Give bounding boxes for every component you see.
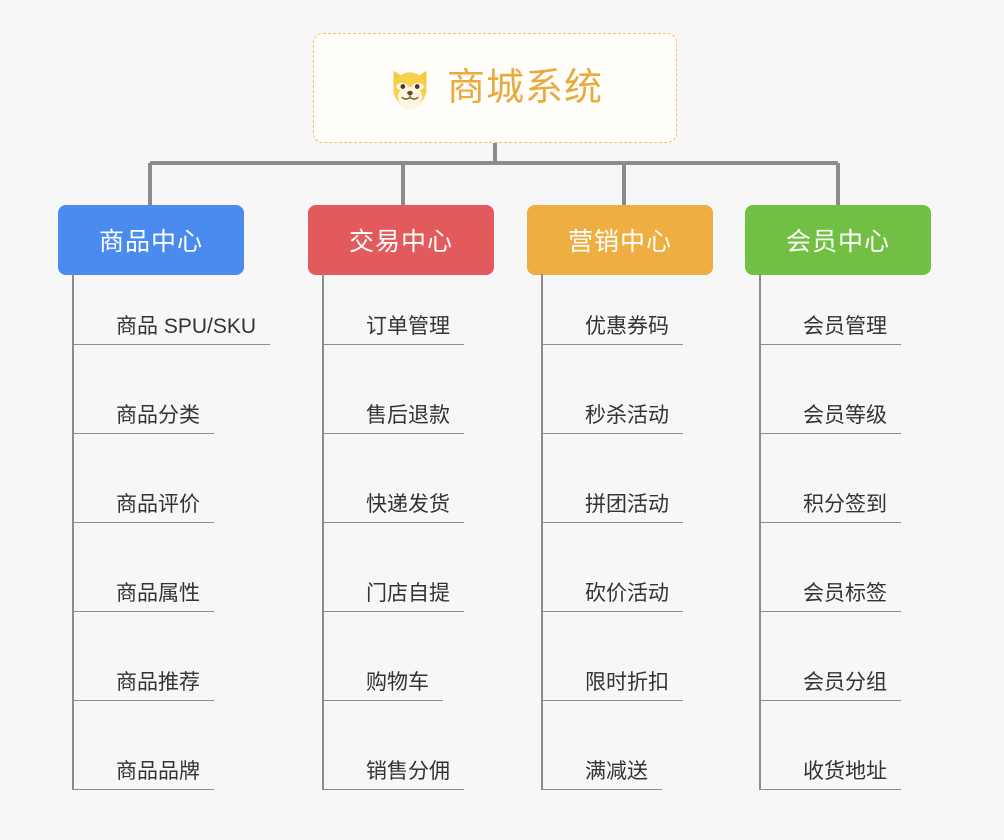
leaf-item-underline [541,789,662,790]
root-title: 商城系统 [446,67,603,109]
leaf-item-underline [759,789,901,790]
leaf-item[interactable]: 砍价活动 [541,523,683,612]
leaf-item-label: 会员等级 [803,404,887,427]
leaf-item[interactable]: 商品分类 [72,345,214,434]
leaf-item[interactable]: 销售分佣 [322,701,464,790]
leaf-item-label: 商品 SPU/SKU [116,315,257,338]
leaf-rail [322,274,324,790]
leaf-item-label: 限时折扣 [585,671,669,694]
leaf-item-underline [541,700,683,701]
leaf-item[interactable]: 积分签到 [759,434,901,523]
leaf-item-underline [72,522,214,523]
leaf-item[interactable]: 商品属性 [72,523,214,612]
leaf-item-label: 积分签到 [803,493,887,516]
leaf-item-underline [759,433,901,434]
leaf-rail [541,274,543,790]
leaf-item-underline [759,611,901,612]
category-label: 交易中心 [348,228,453,256]
leaf-item-label: 会员管理 [803,315,887,338]
leaf-item[interactable]: 拼团活动 [541,434,683,523]
leaf-item-label: 商品推荐 [116,671,200,694]
category-label: 会员中心 [785,228,890,256]
category-box-trade-center[interactable]: 交易中心 [308,205,494,275]
leaf-item-underline [541,433,683,434]
leaf-item-underline [759,700,901,701]
leaf-item-underline [72,700,214,701]
leaf-item-label: 满减送 [585,760,648,783]
leaf-item[interactable]: 快递发货 [322,434,464,523]
leaf-item[interactable]: 售后退款 [322,345,464,434]
leaf-item-underline [322,433,464,434]
leaf-item[interactable]: 商品品牌 [72,701,214,790]
leaf-item-label: 销售分佣 [366,760,450,783]
leaf-item-underline [322,700,443,701]
leaf-item-underline [72,789,214,790]
leaf-item-underline [541,611,683,612]
leaf-item-underline [72,344,270,345]
leaf-rail [759,274,761,790]
leaf-item-label: 优惠券码 [585,315,669,338]
leaf-item-label: 商品分类 [116,404,200,427]
leaf-item[interactable]: 秒杀活动 [541,345,683,434]
leaf-item-label: 会员分组 [803,671,887,694]
leaf-item[interactable]: 限时折扣 [541,612,683,701]
leaf-item-label: 商品属性 [116,582,200,605]
leaf-item[interactable]: 商品 SPU/SKU [72,256,270,345]
leaf-item-underline [322,522,464,523]
leaf-item-underline [541,344,683,345]
leaf-item[interactable]: 满减送 [541,701,662,790]
leaf-item[interactable]: 订单管理 [322,256,464,345]
leaf-item[interactable]: 优惠券码 [541,256,683,345]
root-node[interactable]: 商城系统 [313,33,677,143]
leaf-item[interactable]: 会员分组 [759,612,901,701]
category-label: 营销中心 [567,228,672,256]
category-label: 商品中心 [98,228,203,256]
leaf-item[interactable]: 会员标签 [759,523,901,612]
leaf-item[interactable]: 购物车 [322,612,443,701]
leaf-item-label: 购物车 [366,671,429,694]
leaf-item-label: 砍价活动 [585,582,669,605]
category-box-product-center[interactable]: 商品中心 [58,205,244,275]
leaf-item-underline [72,611,214,612]
leaf-item[interactable]: 商品评价 [72,434,214,523]
leaf-item-label: 售后退款 [366,404,450,427]
leaf-rail [72,274,74,790]
leaf-item-underline [322,611,464,612]
leaf-item[interactable]: 商品推荐 [72,612,214,701]
leaf-item-label: 订单管理 [366,315,450,338]
category-box-member-center[interactable]: 会员中心 [745,205,931,275]
leaf-item-label: 门店自提 [366,582,450,605]
leaf-item-underline [322,789,464,790]
shiba-dog-icon [393,70,427,110]
leaf-item-label: 收货地址 [803,760,887,783]
leaf-item-label: 拼团活动 [585,493,669,516]
leaf-item-underline [759,522,901,523]
leaf-item[interactable]: 门店自提 [322,523,464,612]
leaf-item-label: 商品品牌 [116,760,200,783]
leaf-item[interactable]: 收货地址 [759,701,901,790]
category-box-marketing-center[interactable]: 营销中心 [527,205,713,275]
leaf-item[interactable]: 会员管理 [759,256,901,345]
leaf-item-underline [541,522,683,523]
leaf-item-underline [322,344,464,345]
leaf-item-label: 会员标签 [803,582,887,605]
leaf-item-underline [759,344,901,345]
leaf-item[interactable]: 会员等级 [759,345,901,434]
leaf-item-label: 秒杀活动 [585,404,669,427]
leaf-item-underline [72,433,214,434]
leaf-item-label: 快递发货 [366,493,450,516]
leaf-item-label: 商品评价 [116,493,200,516]
